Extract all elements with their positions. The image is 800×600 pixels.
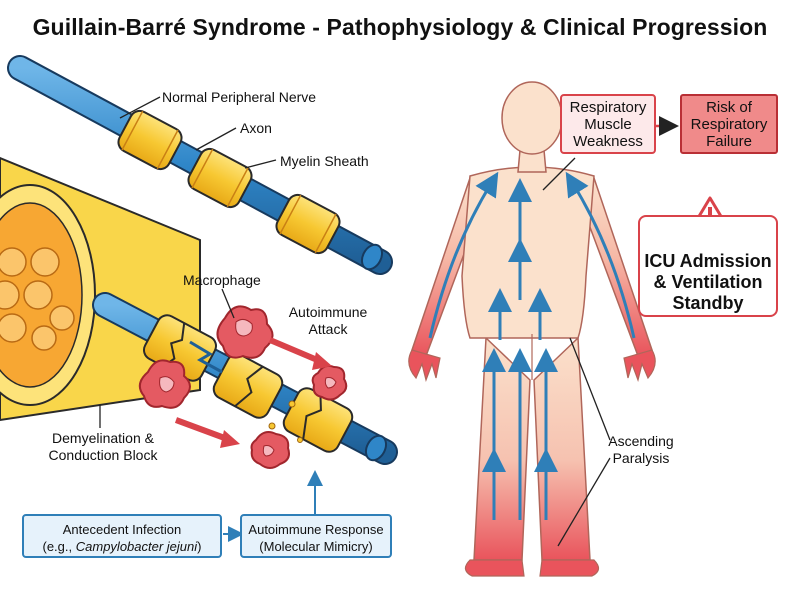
macrophage-cell [138, 359, 191, 409]
respiratory-weakness-box: Respiratory Muscle Weakness [560, 94, 656, 154]
ascending-paralysis-label: Ascending Paralysis [608, 433, 674, 466]
macrophage-cell [250, 431, 290, 469]
autoimmune-response-box: Autoimmune Response (Molecular Mimicry) [240, 514, 392, 558]
leader-line [195, 127, 237, 151]
risk-respiratory-failure-box: Risk of Respiratory Failure [680, 94, 778, 154]
attack-arrow [268, 337, 332, 370]
ascending-arrows [428, 171, 636, 520]
myelin-sheath-label: Myelin Sheath [280, 153, 369, 169]
normal-nerve [7, 55, 393, 275]
icu-admission-box: ICU Admission & Ventilation Standby [638, 215, 778, 317]
leader-line [542, 157, 576, 191]
axon-label: Axon [240, 120, 272, 136]
leader-line [221, 288, 235, 319]
myelin-segment [117, 109, 183, 171]
leader-line [557, 457, 611, 547]
macrophage-cell [311, 364, 348, 401]
macrophage-cell [216, 305, 274, 359]
autoimmune-attack-label: Autoimmune Attack [288, 304, 368, 337]
demyelination-label: Demyelination & Conduction Block [48, 430, 158, 463]
damaged-nerve [92, 292, 398, 465]
leader-line [244, 159, 277, 169]
attack-arrow [174, 417, 240, 448]
page-title: Guillain-Barré Syndrome - Pathophysiolog… [32, 14, 768, 40]
normal-nerve-label: Normal Peripheral Nerve [162, 89, 317, 105]
leader-line [569, 337, 611, 441]
macrophage-label: Macrophage [183, 272, 261, 288]
human-body [408, 81, 656, 577]
myelin-segment [187, 147, 253, 209]
myelin-segment [275, 193, 341, 255]
antecedent-infection-box: Antecedent Infection (e.g., Campylobacte… [22, 514, 222, 558]
leader-line [119, 96, 161, 119]
